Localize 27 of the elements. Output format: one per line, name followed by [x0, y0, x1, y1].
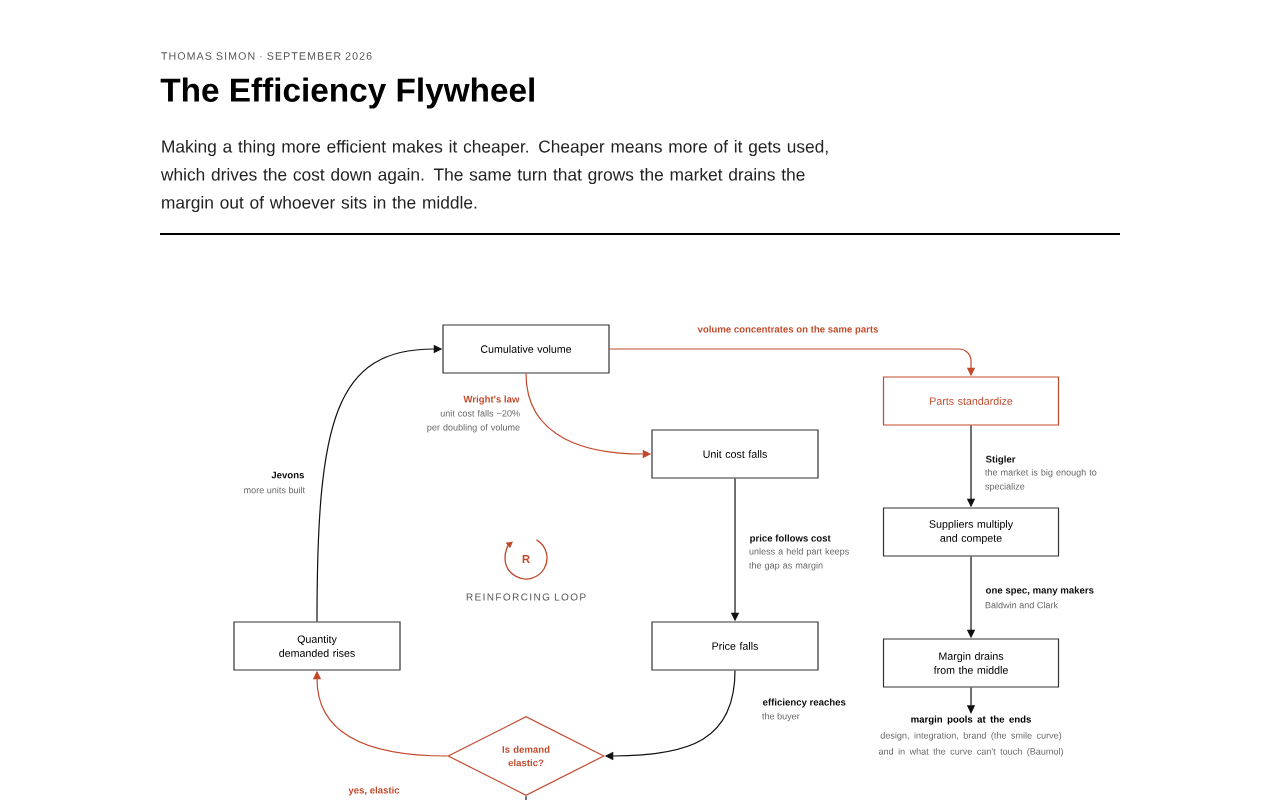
annotation-text: unit cost falls ~20% per doubling of volume	[427, 409, 520, 433]
process-box: Cumulative volume	[442, 324, 610, 374]
edge-label: Stigler	[984, 454, 1017, 466]
loop-caption: REINFORCING LOOP	[466, 593, 586, 601]
edge-label: yes, elastic	[347, 785, 401, 797]
process-box: Price falls	[651, 621, 819, 671]
process-box: Suppliers multiply and compete	[882, 507, 1060, 557]
annotation-text: margin pools at the ends design, integration, brand (the smile curve) and in what the curve can't touch (Baumol)	[878, 715, 1063, 757]
intro-paragraph: Making a thing more efficient makes it cheaper. Cheaper means more of it gets used, which drives the cost down again. The same turn that grows the market drains the margin out of whoever sits in the middle.	[160, 139, 828, 213]
annotation-text: unless a held part keeps the gap as margin	[749, 547, 849, 571]
byline: THOMAS SIMON · SEPTEMBER 2026	[161, 52, 372, 60]
process-box: Margin drains from the middle	[882, 638, 1060, 688]
edge-label: efficiency reaches	[761, 697, 848, 709]
process-box: Quantity demanded rises	[233, 621, 401, 671]
edge-label: one spec, many makers	[984, 585, 1096, 597]
edge-label: volume concentrates on the same parts	[696, 324, 880, 336]
title: The Efficiency Flywheel	[160, 77, 534, 109]
edge-label: Jevons	[270, 470, 306, 480]
edge-label: Wright's law	[462, 394, 521, 406]
edge-label: price follows cost	[748, 533, 833, 545]
process-box: Parts standardize	[882, 376, 1060, 426]
loop-letter: R	[522, 555, 530, 563]
annotation-text: Baldwin and Clark	[985, 601, 1058, 609]
annotation-text: the market is big enough to specialize	[985, 468, 1097, 492]
annotation-text: more units built	[244, 486, 305, 494]
annotation-text: the buyer	[762, 712, 800, 722]
process-box: Unit cost falls	[651, 429, 819, 479]
